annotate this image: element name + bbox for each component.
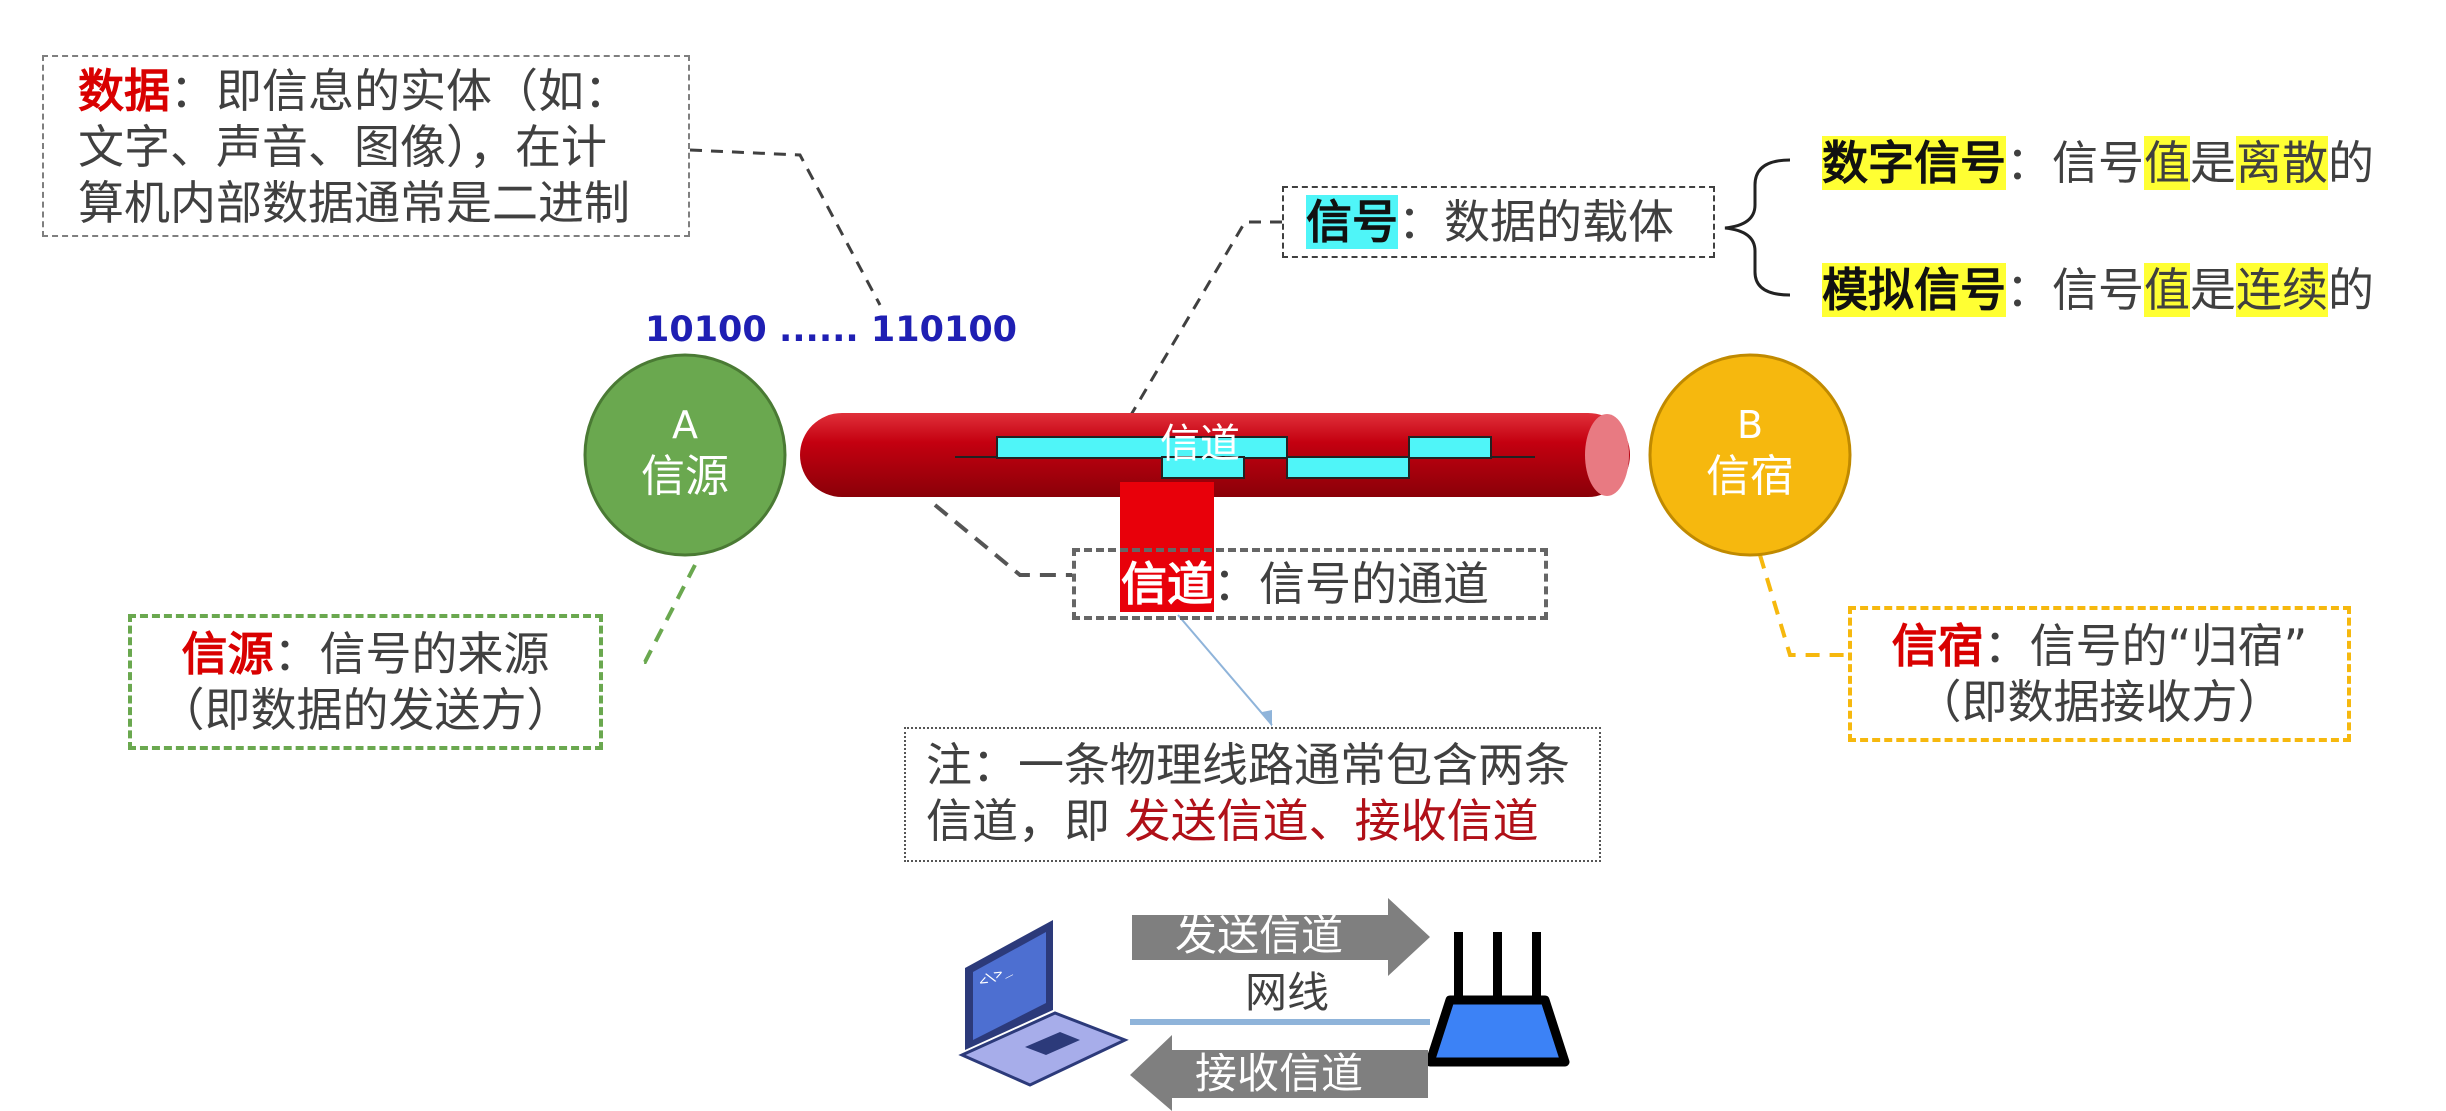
analog-text-c: 是 bbox=[2190, 263, 2236, 317]
source-node: A 信源 bbox=[585, 400, 785, 504]
note-line2-highlight: 发送信道、接收信道 bbox=[1124, 794, 1539, 848]
channel-definition-box: 信道：信号的通道 bbox=[1072, 548, 1548, 620]
source-node-circle bbox=[583, 353, 787, 557]
data-keyword: 数据 bbox=[78, 64, 170, 118]
source-keyword: 信源 bbox=[181, 627, 274, 681]
sink-node-letter: B bbox=[1736, 403, 1764, 447]
router-icon bbox=[1425, 932, 1570, 1067]
analog-text-e: 的 bbox=[2328, 263, 2374, 317]
analog-sep: ： bbox=[2006, 263, 2052, 317]
note-line1: 注：一条物理线路通常包含两条 bbox=[926, 738, 1570, 792]
source-node-letter: A bbox=[672, 403, 698, 447]
receive-channel-label: 接收信道 bbox=[1195, 1049, 1364, 1098]
data-line2: 文字、声音、图像），在计 bbox=[78, 120, 607, 174]
receive-arrow bbox=[1130, 1035, 1428, 1111]
digital-signal-line: 数字信号：信号值是离散的 bbox=[1822, 135, 2374, 191]
signal-connector-line bbox=[1123, 220, 1282, 426]
digital-text-e: 的 bbox=[2328, 136, 2374, 190]
sink-keyword: 信宿 bbox=[1891, 619, 1984, 673]
digital-text-b: 值 bbox=[2144, 136, 2190, 190]
signal-definition-box: 信号：数据的载体 bbox=[1282, 186, 1715, 258]
source-definition-box: 信源：信号的来源 （即数据的发送方） bbox=[128, 614, 603, 750]
analog-text-a: 信号 bbox=[2052, 263, 2144, 317]
data-line1: 即信息的实体（如： bbox=[216, 64, 630, 118]
sink-definition-box: 信宿：信号的“归宿” （即数据接收方） bbox=[1848, 606, 2351, 742]
signal-brace bbox=[1724, 158, 1791, 297]
source-note: （即数据的发送方） bbox=[158, 683, 573, 737]
channel-pipe-end bbox=[1585, 414, 1629, 496]
signal-pulse bbox=[1286, 456, 1410, 479]
sink-definition: ：信号的“归宿” bbox=[1983, 619, 2308, 673]
sink-node-label: 信宿 bbox=[1706, 451, 1794, 502]
note-connector-arrowhead bbox=[1262, 710, 1272, 727]
sink-connector-line bbox=[1758, 554, 1848, 657]
source-connector-line bbox=[635, 564, 697, 664]
signal-pulse bbox=[1161, 456, 1245, 479]
sink-note: （即数据接收方） bbox=[1915, 675, 2284, 729]
data-sep: ： bbox=[170, 64, 216, 118]
source-node-label: 信源 bbox=[641, 451, 729, 502]
analog-signal-line: 模拟信号：信号值是连续的 bbox=[1822, 262, 2374, 318]
send-channel-label: 发送信道 bbox=[1175, 911, 1344, 960]
analog-text-d: 连续 bbox=[2236, 263, 2328, 317]
send-arrow bbox=[1132, 898, 1430, 976]
analog-keyword: 模拟信号 bbox=[1822, 263, 2006, 317]
digital-sep: ： bbox=[2006, 136, 2052, 190]
data-definition-box: 数据：即信息的实体（如： 文字、声音、图像），在计 算机内部数据通常是二进制 bbox=[42, 55, 690, 237]
signal-pulse bbox=[996, 436, 1288, 459]
channel-keyword: 信道 bbox=[1121, 557, 1213, 611]
digital-keyword: 数字信号 bbox=[1822, 136, 2006, 190]
channel-highlight-block bbox=[1120, 482, 1214, 612]
digital-text-c: 是 bbox=[2190, 136, 2236, 190]
analog-text-b: 值 bbox=[2144, 263, 2190, 317]
data-connector-line bbox=[689, 148, 882, 306]
sink-node: B 信宿 bbox=[1650, 400, 1850, 504]
note-line2-prefix: 信道，即 bbox=[926, 794, 1125, 848]
bit-sequence: 10100 ...... 110100 bbox=[645, 310, 1018, 350]
note-box: 注：一条物理线路通常包含两条 信道，即 发送信道、接收信道 bbox=[904, 727, 1601, 862]
data-line3: 算机内部数据通常是二进制 bbox=[78, 176, 630, 230]
channel-pipe-label: 信道 bbox=[1160, 421, 1240, 467]
sink-node-circle bbox=[1648, 353, 1852, 557]
signal-keyword: 信号 bbox=[1306, 195, 1398, 249]
signal-definition: ：数据的载体 bbox=[1398, 195, 1674, 249]
digital-text-d: 离散 bbox=[2236, 136, 2328, 190]
channel-connector-line bbox=[933, 503, 1072, 577]
channel-definition: ：信号的通道 bbox=[1213, 557, 1489, 611]
laptop-icon bbox=[958, 920, 1129, 1087]
note-connector-line bbox=[1177, 614, 1273, 726]
signal-pulse bbox=[1408, 436, 1492, 459]
source-definition: ：信号的来源 bbox=[273, 627, 550, 681]
cable-label: 网线 bbox=[1245, 968, 1330, 1017]
digital-text-a: 信号 bbox=[2052, 136, 2144, 190]
